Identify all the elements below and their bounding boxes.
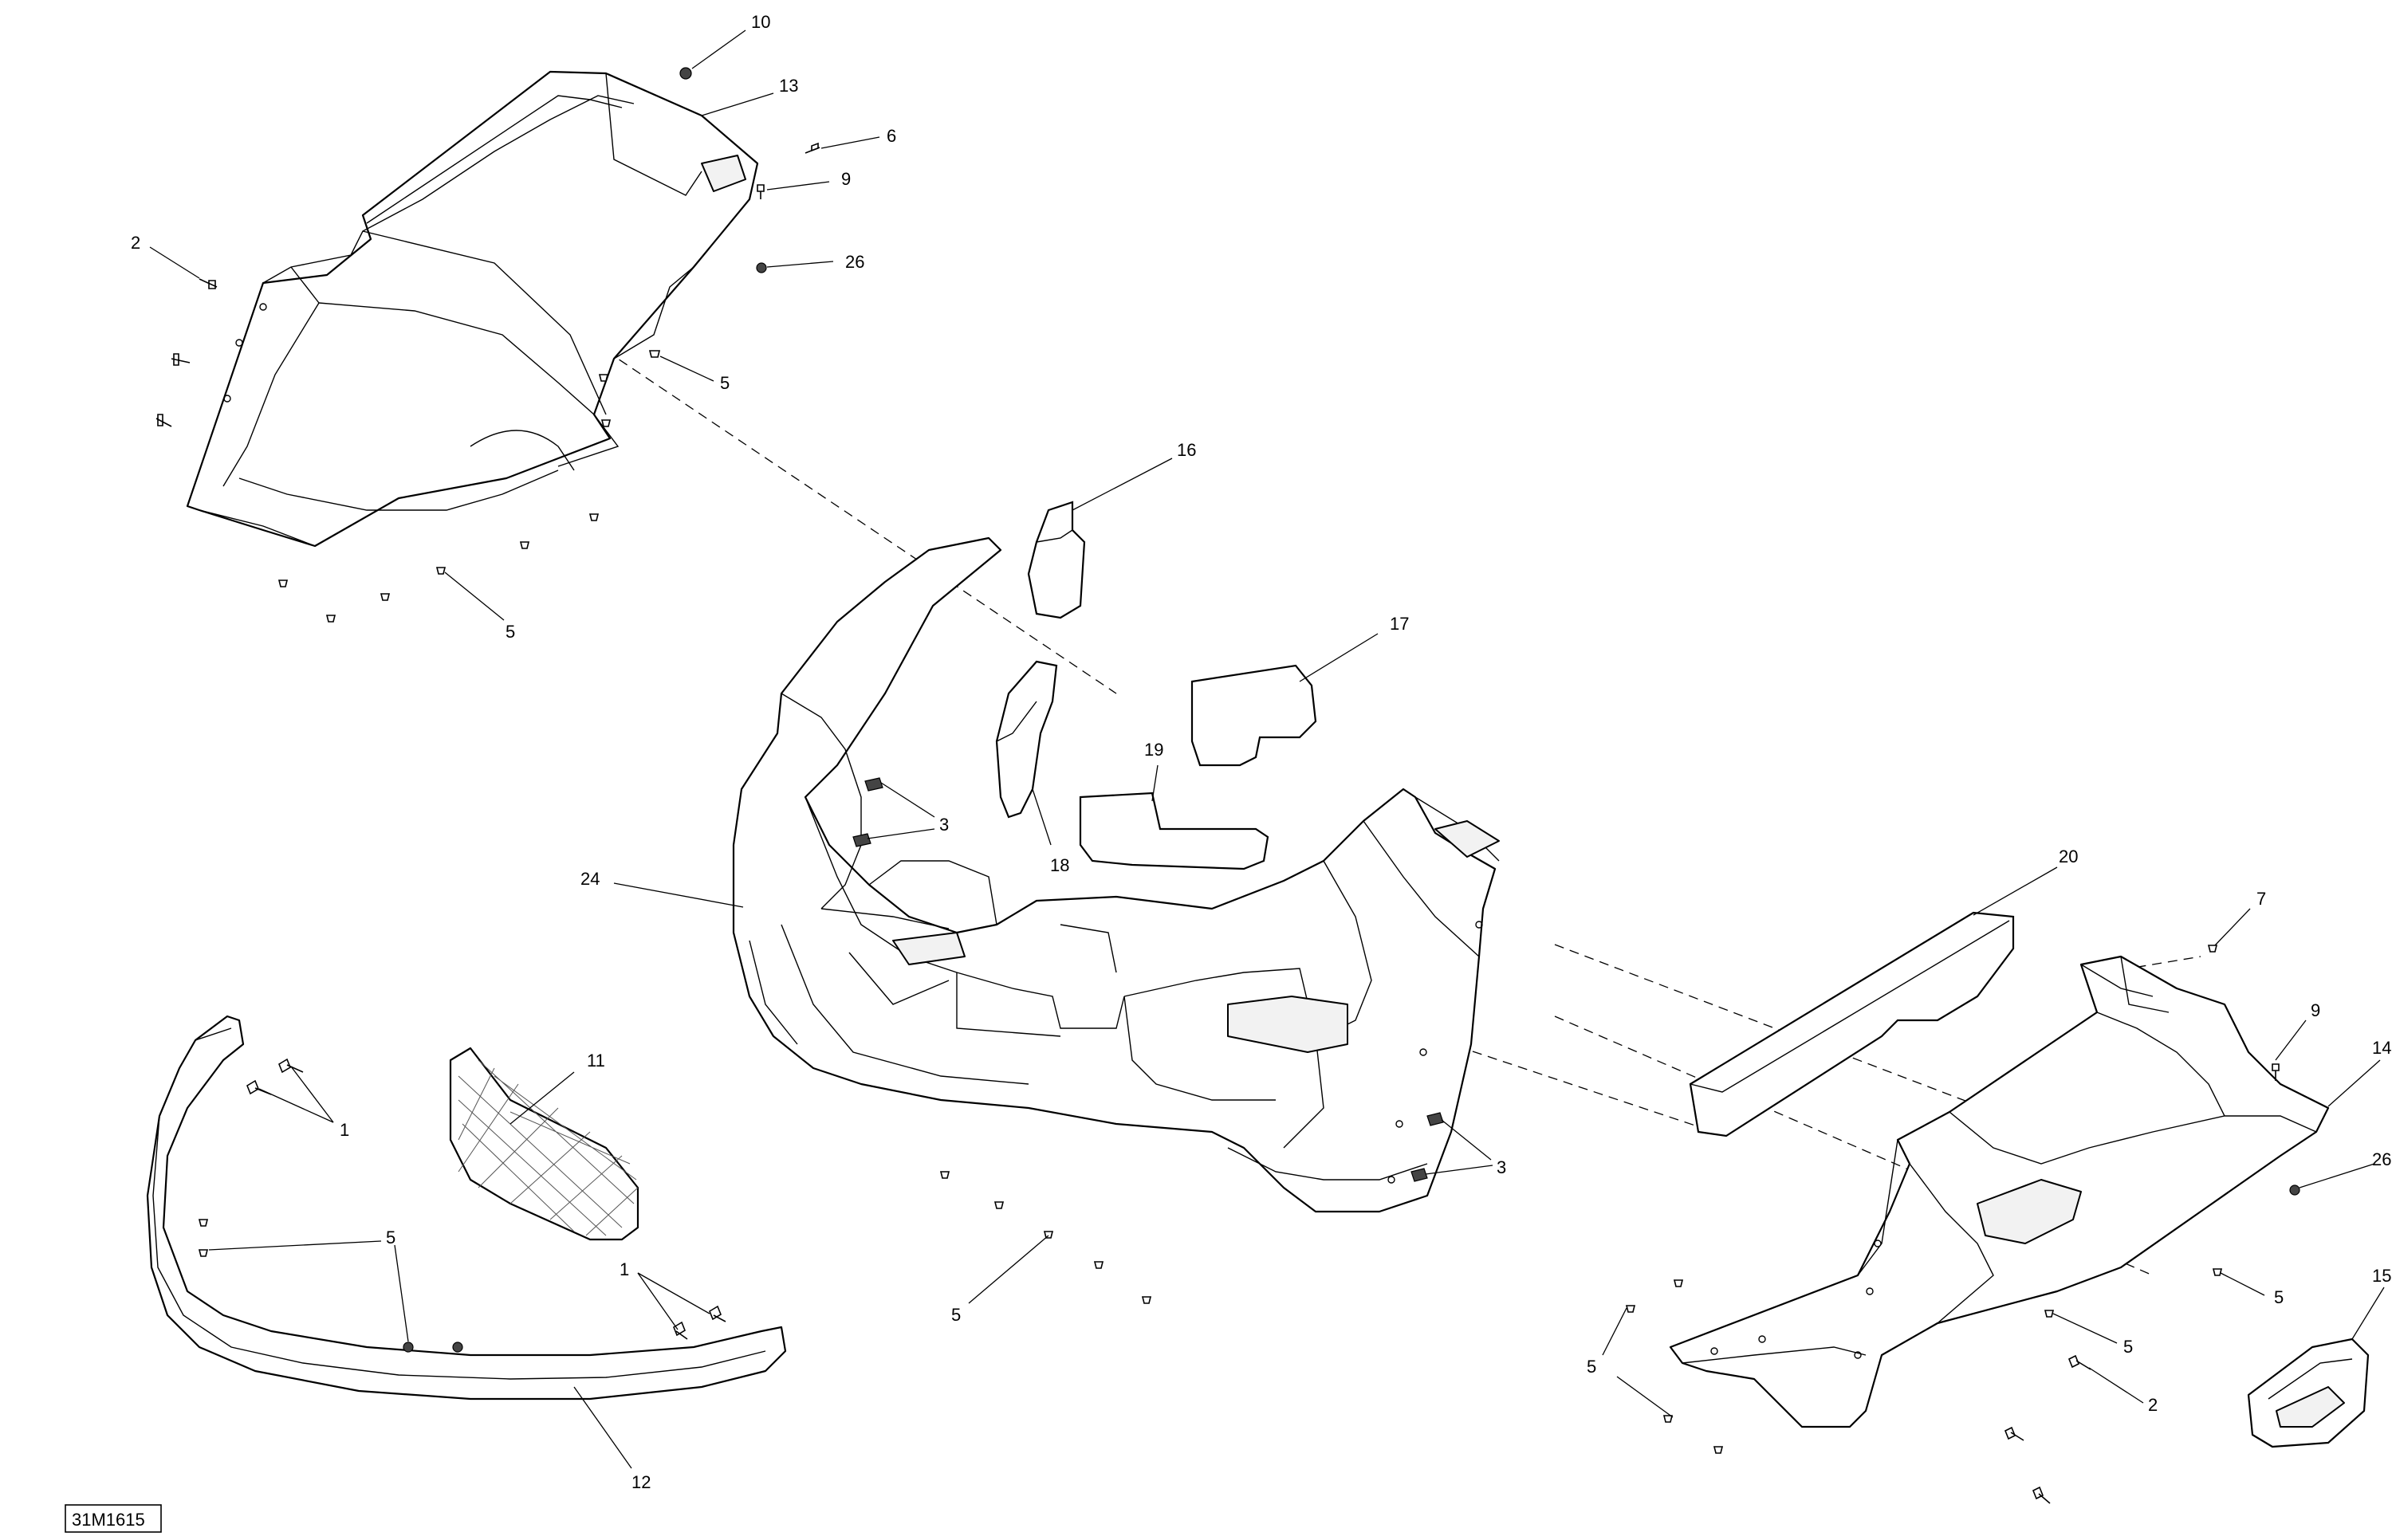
callout-7: 7 — [2256, 889, 2266, 909]
clip-5-a — [648, 350, 661, 358]
clip-5-m — [1093, 1261, 1104, 1269]
main-hood-part-24 — [732, 536, 1500, 1213]
callout-24: 24 — [580, 869, 600, 889]
clip-3-d — [1410, 1168, 1428, 1182]
screw-left-a — [171, 353, 191, 366]
screw-2-c — [2004, 1426, 2024, 1441]
clip-5-q — [2212, 1268, 2223, 1276]
foam-part-16 — [1027, 501, 1086, 619]
callout-5-right-c: 5 — [1587, 1357, 1596, 1377]
clip-5-d — [588, 513, 600, 521]
callout-18: 18 — [1050, 855, 1069, 875]
clip-5-s — [1673, 1279, 1684, 1287]
grille-part-11 — [449, 1047, 639, 1241]
callout-1-upper: 1 — [340, 1120, 349, 1140]
clip-5-v — [1713, 1446, 1724, 1454]
washer-26-lower — [2289, 1184, 2300, 1196]
callout-5-upper-b: 5 — [506, 622, 515, 642]
callout-19: 19 — [1144, 740, 1163, 760]
screw-1-d — [673, 1321, 688, 1340]
callout-5-left: 5 — [386, 1228, 395, 1247]
screw-6 — [805, 142, 820, 154]
clip-5-f — [435, 567, 447, 575]
callout-5-right-b: 5 — [2123, 1337, 2133, 1357]
clip-5-i — [325, 615, 336, 623]
callout-16: 16 — [1177, 440, 1196, 460]
clip-3-c — [1426, 1112, 1444, 1126]
clip-5-t — [1625, 1305, 1636, 1313]
callout-1-lower: 1 — [620, 1259, 629, 1279]
clip-5-r — [2044, 1310, 2055, 1318]
right-cover-part-15 — [2247, 1338, 2370, 1448]
screw-1-a — [278, 1058, 304, 1074]
callout-26-upper: 26 — [845, 252, 864, 272]
clip-5-k — [993, 1201, 1005, 1209]
clip-5-n — [1141, 1296, 1152, 1304]
screw-2-upper — [199, 278, 218, 289]
washer-26-upper — [756, 262, 767, 273]
foam-part-18 — [995, 660, 1058, 819]
callout-6: 6 — [887, 126, 896, 146]
callout-5-upper-a: 5 — [720, 373, 730, 393]
clip-5-g — [380, 593, 391, 601]
clip-5-b — [598, 374, 609, 382]
nut-5-b — [452, 1342, 463, 1353]
callout-13: 13 — [779, 76, 798, 96]
callout-10: 10 — [751, 12, 770, 32]
callout-2-lower: 2 — [2148, 1395, 2158, 1415]
fasteners — [155, 67, 2300, 1504]
nut-5-a — [403, 1342, 414, 1353]
callout-5-right-a: 5 — [2274, 1287, 2284, 1307]
clip-5-e — [519, 541, 530, 549]
callout-labels: 10 13 6 9 26 2 5 5 16 17 19 3 18 24 20 7… — [131, 12, 2391, 1492]
upper-left-panel-part-13 — [186, 70, 759, 548]
callout-14: 14 — [2372, 1038, 2391, 1058]
push-nut-10 — [679, 67, 692, 80]
callout-15: 15 — [2372, 1266, 2391, 1286]
leader-lines — [149, 29, 2385, 1469]
callout-5-middle: 5 — [951, 1305, 961, 1325]
clip-5-h — [277, 579, 289, 587]
callout-26-lower: 26 — [2372, 1149, 2391, 1169]
callout-17: 17 — [1390, 614, 1409, 634]
right-lower-panel-part-14 — [1669, 955, 2330, 1428]
screw-9-upper — [757, 184, 765, 199]
callout-12: 12 — [631, 1472, 651, 1492]
screw-2-d — [2032, 1486, 2051, 1504]
clip-5-j — [939, 1171, 950, 1179]
callout-20: 20 — [2059, 847, 2078, 866]
foam-part-17 — [1190, 664, 1317, 767]
screw-2-lower — [2067, 1354, 2091, 1370]
callout-3-lower: 3 — [1497, 1157, 1506, 1177]
screw-left-b — [155, 414, 172, 427]
clip-3-a — [864, 777, 883, 792]
reference-code-box: 31M1615 — [65, 1504, 162, 1533]
callout-9-upper: 9 — [841, 169, 851, 189]
clip-5-l — [1043, 1231, 1054, 1239]
callout-3-upper: 3 — [939, 815, 949, 835]
foam-part-19 — [1079, 792, 1269, 870]
reference-code: 31M1615 — [72, 1510, 145, 1530]
callout-2-upper: 2 — [131, 233, 140, 253]
clip-5-c — [600, 419, 612, 427]
callout-11: 11 — [587, 1051, 605, 1071]
clip-5-o — [198, 1219, 209, 1227]
foam-part-20 — [1689, 911, 2015, 1137]
bumper-bar-part-12 — [146, 1015, 787, 1401]
callout-9-lower: 9 — [2311, 1000, 2320, 1020]
clip-7 — [2207, 945, 2218, 953]
clip-5-p — [198, 1249, 209, 1257]
screw-9-lower — [2272, 1063, 2280, 1081]
screw-1-c — [709, 1305, 726, 1322]
clip-3-b — [852, 833, 871, 847]
clip-5-u — [1662, 1415, 1674, 1423]
